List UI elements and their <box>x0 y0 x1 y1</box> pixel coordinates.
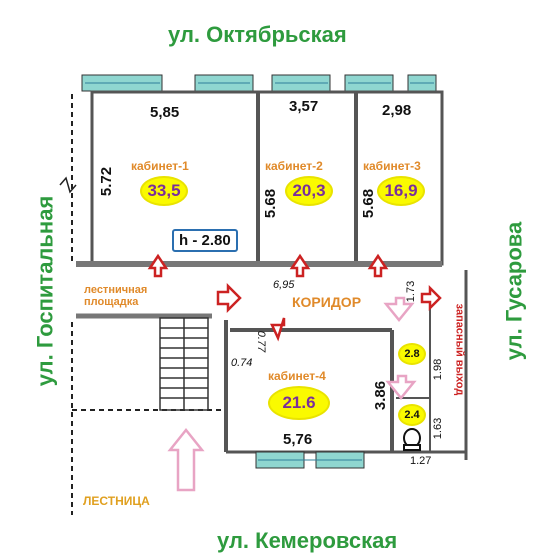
room-2-label: кабинет-2 <box>265 159 323 173</box>
dim-corridor: 6,95 <box>273 279 295 291</box>
wc-1-area: 2.8 <box>398 343 426 365</box>
dim-wc-width: 1.27 <box>410 455 432 467</box>
dim-small-a: 0.74 <box>231 357 253 369</box>
corridor-label: КОРИДОР <box>292 294 362 310</box>
dim-wc: 1.98 <box>432 358 445 381</box>
room-4-label: кабинет-4 <box>268 369 326 383</box>
dim-small-b: 0.77 <box>255 330 268 353</box>
dim-room2-width: 3,57 <box>289 98 319 115</box>
window-strip-top <box>81 74 437 92</box>
dim-room4-width: 5,76 <box>283 431 313 448</box>
room-3-label: кабинет-3 <box>363 159 421 173</box>
room-1-label: кабинет-1 <box>131 159 189 173</box>
room-1-area: 33,5 <box>140 176 188 206</box>
toilet-icon <box>403 428 421 451</box>
ceiling-height-box: h - 2.80 <box>172 229 238 252</box>
dim-exit: 1.73 <box>405 280 418 303</box>
landing-label: лестничная площадка <box>84 284 148 309</box>
dim-room1-depth: 5.72 <box>98 166 116 197</box>
dim-room4-depth: 3.86 <box>372 380 390 411</box>
wc-2-area: 2.4 <box>398 404 426 426</box>
emergency-exit-label: запасный выход <box>453 303 466 396</box>
room-3-area: 16,9 <box>377 176 425 206</box>
dim-room2-depth: 5.68 <box>262 188 280 219</box>
direction-arrows <box>167 296 417 492</box>
street-left: ул. Госпитальная <box>32 195 58 387</box>
door-arrows <box>147 253 442 342</box>
staircase <box>159 317 209 411</box>
stairs-label: ЛЕСТНИЦА <box>83 494 150 508</box>
room-2-area: 20,3 <box>285 176 333 206</box>
room-4-area: 21.6 <box>268 386 330 420</box>
street-top: ул. Октябрьская <box>168 22 347 47</box>
dim-wc2: 1.63 <box>432 417 445 440</box>
dim-room1-width: 5,85 <box>150 104 180 121</box>
dim-room3-depth: 5.68 <box>360 188 378 219</box>
street-bottom: ул. Кемеровская <box>217 528 398 553</box>
dim-room3-width: 2,98 <box>382 102 412 119</box>
street-right: ул. Гусарова <box>501 221 527 361</box>
